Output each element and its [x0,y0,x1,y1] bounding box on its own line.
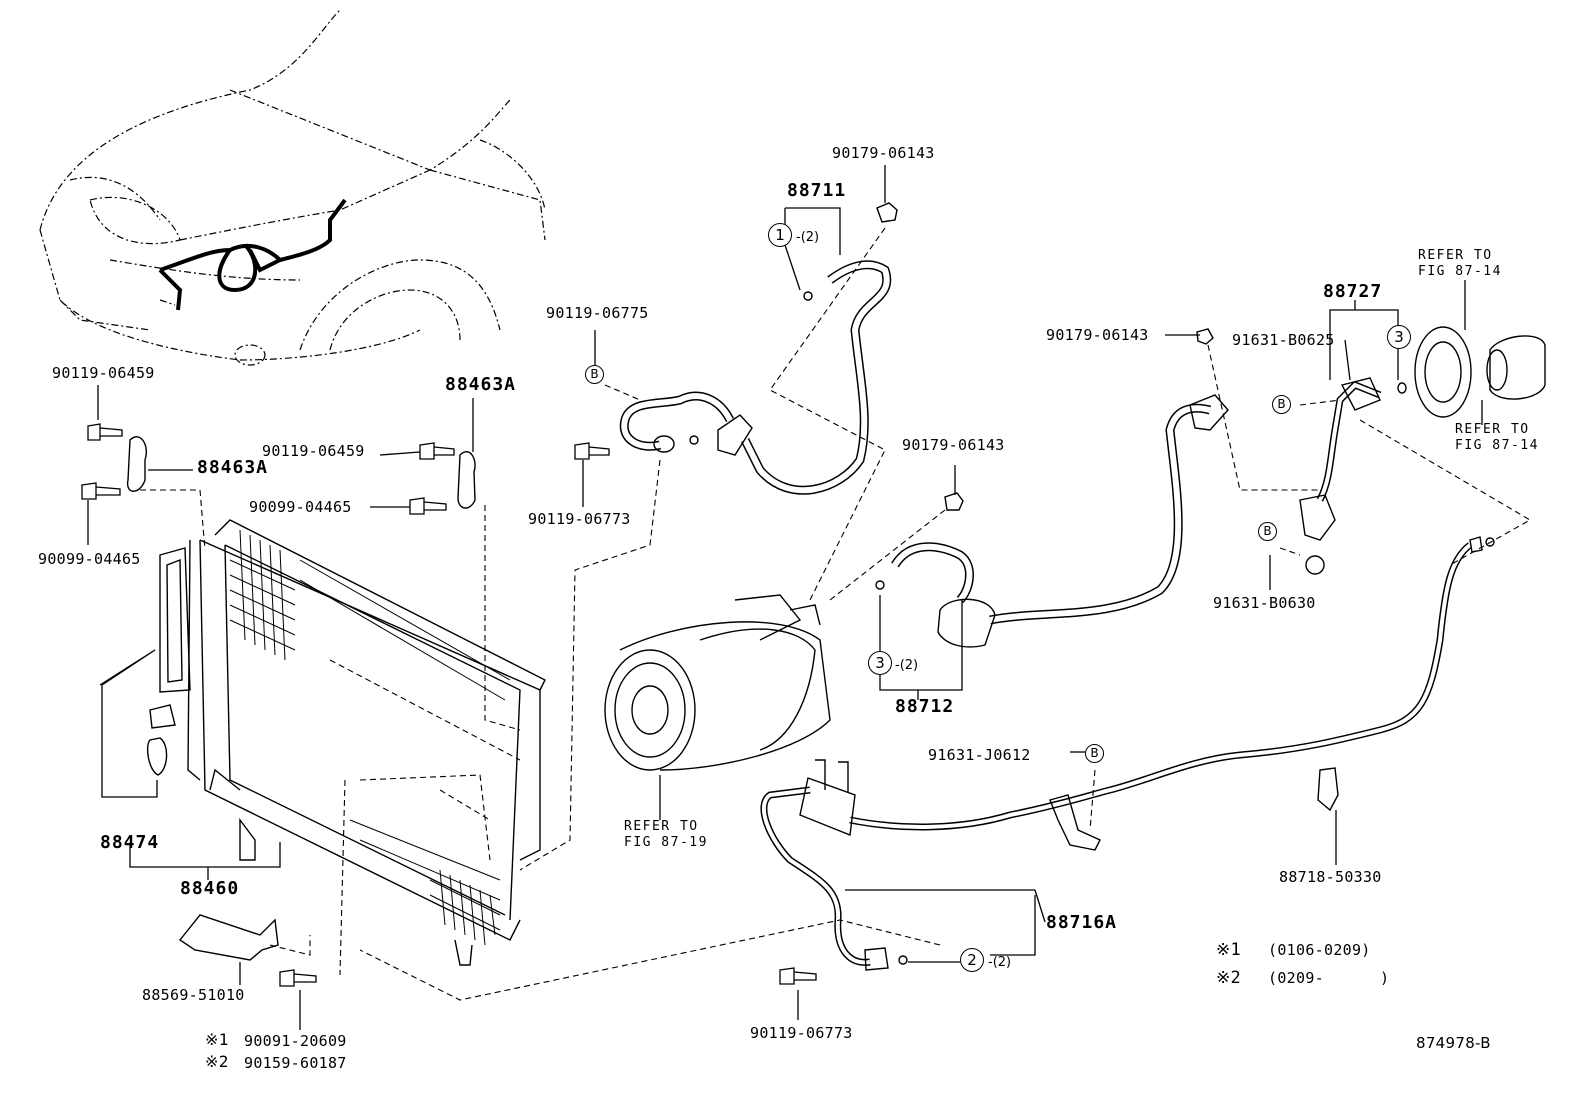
part-90119-06459-left[interactable]: 90119-06459 [52,364,155,382]
qty-88711: -(2) [796,230,820,245]
side-seal [159,547,191,693]
part-88474[interactable]: 88474 [100,832,160,853]
solid-leaders [87,165,1483,1030]
part-90119-06459-right[interactable]: 90119-06459 [262,442,365,460]
part-90119-06773-top[interactable]: 90119-06773 [528,510,631,528]
part-88712[interactable]: 88712 [895,696,955,717]
part-90159-60187[interactable]: 90159-60187 [244,1054,347,1072]
part-88569-51010[interactable]: 88569-51010 [142,986,245,1004]
refer-to-compressor[interactable]: REFER TO [624,819,699,834]
qty-88716a: -(2) [988,955,1012,970]
mount-cushion [146,704,176,776]
part-88718-50330[interactable]: 88718-50330 [1279,868,1382,886]
legend-star1-range: (0106-0209) [1268,941,1371,959]
part-88716a[interactable]: 88716A [1046,912,1118,933]
marker-b-91631-j0612: B [1085,744,1104,763]
legend-star1-mark: ※1 [1216,940,1242,960]
clamp-88718 [1317,767,1339,812]
qty-88712: -(2) [895,658,919,673]
part-91631-j0612[interactable]: 91631-J0612 [928,746,1031,764]
refer-to-right[interactable]: REFER TO [1455,422,1530,437]
fig-87-19[interactable]: FIG 87-19 [624,835,708,850]
marker-3-88727: 3 [1387,325,1411,349]
part-90099-04465-right[interactable]: 90099-04465 [249,498,352,516]
part-88463a-left[interactable]: 88463A [197,457,269,478]
dashed-leaders [140,227,1532,1001]
star2-marker-bottom: ※2 [205,1052,229,1071]
expansion-valve [1489,335,1546,400]
pipe-clamp [1049,794,1101,851]
bracket-left [126,436,147,492]
wire-harness [158,198,347,311]
pipe-88727 [1316,380,1382,502]
condenser [187,519,546,966]
seal-plate [1414,326,1472,418]
part-90179-06143-right[interactable]: 90179-06143 [1046,326,1149,344]
fig-87-14-right[interactable]: FIG 87-14 [1455,438,1539,453]
part-90099-04465-left[interactable]: 90099-04465 [38,550,141,568]
part-90119-06775[interactable]: 90119-06775 [546,304,649,322]
hose-88711 [740,260,892,495]
bracket-88569 [178,914,279,961]
star1-marker-bottom: ※1 [205,1030,229,1049]
part-90091-20609[interactable]: 90091-20609 [244,1032,347,1050]
marker-3-88712: 3 [868,651,892,675]
part-88711[interactable]: 88711 [787,180,847,201]
legend-star2-mark: ※2 [1216,968,1242,988]
nuts [876,202,1214,511]
car-front-outline [39,9,546,366]
marker-2-88716a: 2 [960,948,984,972]
marker-b-90119-06775: B [585,365,604,384]
part-88460[interactable]: 88460 [180,878,240,899]
diagram-id: 874978-B [1416,1034,1491,1052]
part-91631-b0630[interactable]: 91631-B0630 [1213,594,1316,612]
compressor [604,594,831,771]
part-90179-06143-top[interactable]: 90179-06143 [832,144,935,162]
part-90119-06773-bottom[interactable]: 90119-06773 [750,1024,853,1042]
fig-87-14-top[interactable]: FIG 87-14 [1418,264,1502,279]
refer-to-top[interactable]: REFER TO [1418,248,1493,263]
bolts [81,423,817,987]
part-88463a-top[interactable]: 88463A [445,374,517,395]
part-90179-06143-mid[interactable]: 90179-06143 [902,436,1005,454]
marker-b-91631-b0630: B [1258,522,1277,541]
part-91631-b0625[interactable]: 91631-B0625 [1232,331,1335,349]
part-88727[interactable]: 88727 [1323,281,1383,302]
legend-star2-range: (0209- ) [1268,969,1390,987]
marker-1-88711: 1 [768,223,792,247]
marker-b-91631-b0625: B [1272,395,1291,414]
bracket-right [457,451,476,509]
